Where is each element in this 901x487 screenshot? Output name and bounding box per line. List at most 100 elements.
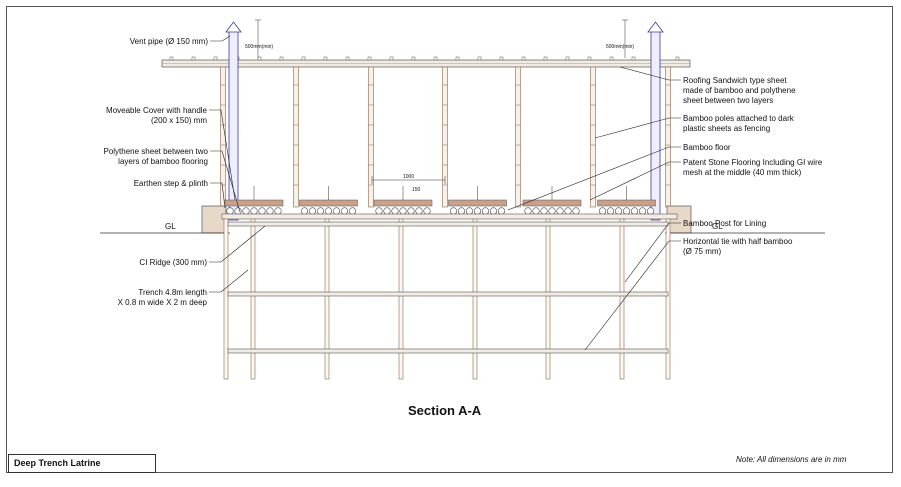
bamboo-floor-section <box>348 207 357 215</box>
fence-pole <box>665 66 671 208</box>
bamboo-floor-section <box>383 207 391 215</box>
roof-batten <box>169 56 174 61</box>
bamboo-floor-section <box>622 207 631 215</box>
bamboo-floor-section <box>226 207 234 215</box>
bamboo-floor-section <box>300 207 309 215</box>
roof-sheet <box>161 59 691 68</box>
earthen-plinth-left <box>201 205 227 234</box>
labels-left: Vent pipe (Ø 150 mm)Moveable Cover with … <box>103 37 208 307</box>
vent-pipe-right <box>647 21 664 221</box>
roof-batten <box>367 56 372 61</box>
right-label-line: sheet between two layers <box>683 96 773 105</box>
horizontal-tie <box>227 291 669 297</box>
left-leader <box>210 35 231 42</box>
roof-batten <box>411 56 416 61</box>
fence-pole <box>442 66 448 208</box>
left-leader <box>209 225 266 263</box>
bamboo-floor-section <box>399 207 407 215</box>
roof-batten <box>433 56 438 61</box>
trench-frame <box>223 218 671 380</box>
small-dimension-text: 150 <box>412 187 421 193</box>
bamboo-floor-section <box>375 207 383 215</box>
roof-batten <box>301 56 306 61</box>
roof-batten <box>587 56 592 61</box>
bamboo-floor-section <box>614 207 623 215</box>
lining-post <box>619 218 625 380</box>
roof-batten <box>257 56 262 61</box>
roof-batten <box>675 56 680 61</box>
right-label-line: Bamboo Post for Lining <box>683 219 766 228</box>
roof-ticks <box>169 56 680 61</box>
left-label-line: Vent pipe (Ø 150 mm) <box>130 37 209 46</box>
left-leader <box>209 109 236 201</box>
right-leader <box>619 66 681 81</box>
bamboo-floor-section <box>407 207 415 215</box>
leader-lines <box>209 35 681 351</box>
right-label-line: mesh at the middle (40 mm thick) <box>683 168 802 177</box>
right-label-line: Patent Stone Flooring Including GI wire <box>683 158 823 167</box>
bamboo-floor-section <box>234 207 242 215</box>
lining-post <box>472 218 478 380</box>
lining-post <box>324 218 330 380</box>
bamboo-floor-section <box>308 207 317 215</box>
fence-pole <box>590 66 596 208</box>
left-label-line: (200 x 150) mm <box>151 116 207 125</box>
roof-batten <box>191 56 196 61</box>
bamboo-floor-section <box>564 207 572 215</box>
lining-post <box>665 218 671 380</box>
bamboo-floor-section <box>548 207 556 215</box>
bamboo-floor-section <box>465 207 474 215</box>
bamboo-floor-section <box>497 207 506 215</box>
vent-dimension-left-text: 500mm(min) <box>245 44 273 50</box>
right-leader <box>594 117 681 139</box>
left-label-line: Earthen step & plinth <box>134 179 208 188</box>
roof-batten <box>477 56 482 61</box>
bamboo-floor-section <box>524 207 532 215</box>
right-label-line: (Ø 75 mm) <box>683 247 722 256</box>
vent-dimension-left: 500mm(min) <box>245 19 273 58</box>
bamboo-floor-section <box>532 207 540 215</box>
vent-pipe-left <box>225 21 242 221</box>
floor-slab <box>373 199 433 207</box>
roof-batten <box>565 56 570 61</box>
right-leader <box>507 146 681 211</box>
horizontal-tie <box>227 221 669 227</box>
gl-left-label: GL <box>165 222 176 231</box>
roof-batten <box>543 56 548 61</box>
roof-batten <box>389 56 394 61</box>
lining-post <box>398 218 404 380</box>
roof-batten <box>455 56 460 61</box>
section-title: Section A-A <box>408 403 482 418</box>
bamboo-floor-section <box>449 207 458 215</box>
bamboo-floor-section <box>598 207 607 215</box>
bamboo-floor-section <box>646 207 655 215</box>
bamboo-floor-section <box>391 207 399 215</box>
right-leader <box>584 240 681 351</box>
roof-batten <box>609 56 614 61</box>
left-leader <box>210 150 241 213</box>
bamboo-floor-section <box>242 207 250 215</box>
bamboo-floor-section <box>638 207 647 215</box>
drawing-name: Deep Trench Latrine <box>8 454 156 473</box>
bamboo-floor-section <box>556 207 564 215</box>
roof-batten <box>323 56 328 61</box>
bamboo-floor-section <box>266 207 274 215</box>
left-label-line: Trench 4.8m length <box>138 288 207 297</box>
right-leader <box>624 222 681 283</box>
left-label-line: Polythene sheet between two <box>103 147 208 156</box>
bamboo-floor-section <box>274 207 282 215</box>
roof-batten <box>631 56 636 61</box>
vent-dimension-right: 500mm(min) <box>606 19 634 58</box>
fence-pole <box>293 66 299 208</box>
left-label-line: layers of bamboo flooring <box>118 157 208 166</box>
roof-batten <box>499 56 504 61</box>
spacing-dimension-text: 1000 <box>403 174 414 180</box>
lining-post <box>250 218 256 380</box>
right-leader <box>589 161 681 201</box>
floor-slab <box>448 199 507 207</box>
gl-right-label: GL <box>712 222 723 231</box>
fence-poles <box>220 66 671 208</box>
bamboo-floor-section <box>258 207 266 215</box>
roof-batten <box>521 56 526 61</box>
